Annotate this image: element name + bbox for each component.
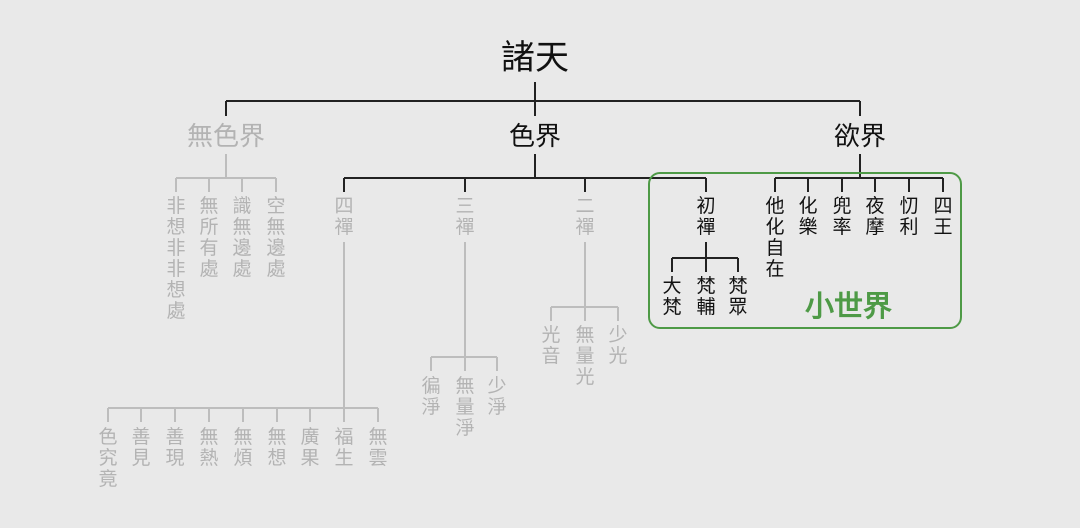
fourth-dhyana-heaven: 善現	[165, 426, 185, 469]
second-dhyana-heaven: 光音	[541, 324, 561, 367]
desire-heaven: 他化自在	[765, 195, 785, 280]
formless-heaven: 非想非非想處	[166, 195, 186, 322]
desire-realm-node: 欲界	[833, 122, 887, 152]
formless-heaven: 無所有處	[199, 195, 219, 280]
form-realm-node: 色界	[508, 122, 562, 152]
fourth-dhyana-heaven: 無煩	[233, 426, 253, 469]
desire-heaven: 兜率	[832, 195, 852, 238]
fourth-dhyana-heaven: 善見	[131, 426, 151, 469]
formless-realm-node: 無色界	[186, 122, 266, 152]
first-dhyana-heaven: 大梵	[662, 275, 682, 318]
third-dhyana-node: 三禪	[455, 195, 475, 238]
first-dhyana-heaven: 梵輔	[696, 275, 716, 318]
small-world-label: 小世界	[805, 289, 893, 323]
third-dhyana-heaven: 少淨	[487, 375, 507, 418]
dim-connectors	[107, 154, 619, 422]
fourth-dhyana-heaven: 色究竟	[98, 426, 118, 490]
desire-heaven: 四王	[933, 195, 953, 238]
fourth-dhyana-heaven: 無熱	[199, 426, 219, 469]
desire-heaven: 忉利	[899, 195, 919, 238]
third-dhyana-heaven: 徧淨	[421, 375, 441, 418]
first-dhyana-heaven: 梵眾	[728, 275, 748, 318]
fourth-dhyana-heaven: 福生	[334, 426, 354, 469]
desire-heaven: 化樂	[798, 195, 818, 238]
fourth-dhyana-heaven: 無想	[267, 426, 287, 469]
second-dhyana-heaven: 無量光	[575, 324, 595, 388]
fourth-dhyana-heaven: 無雲	[368, 426, 388, 469]
first-dhyana-node: 初禪	[696, 195, 716, 238]
desire-heaven: 夜摩	[865, 195, 885, 238]
root-node: 諸天	[501, 38, 569, 78]
second-dhyana-node: 二禪	[575, 195, 595, 238]
fourth-dhyana-heaven: 廣果	[300, 426, 320, 469]
small-world-highlight-frame	[648, 172, 962, 329]
fourth-dhyana-node: 四禪	[334, 195, 354, 238]
active-connectors	[225, 82, 944, 272]
second-dhyana-heaven: 少光	[608, 324, 628, 367]
formless-heaven: 空無邊處	[266, 195, 286, 280]
third-dhyana-heaven: 無量淨	[455, 375, 475, 439]
formless-heaven: 識無邊處	[232, 195, 252, 280]
